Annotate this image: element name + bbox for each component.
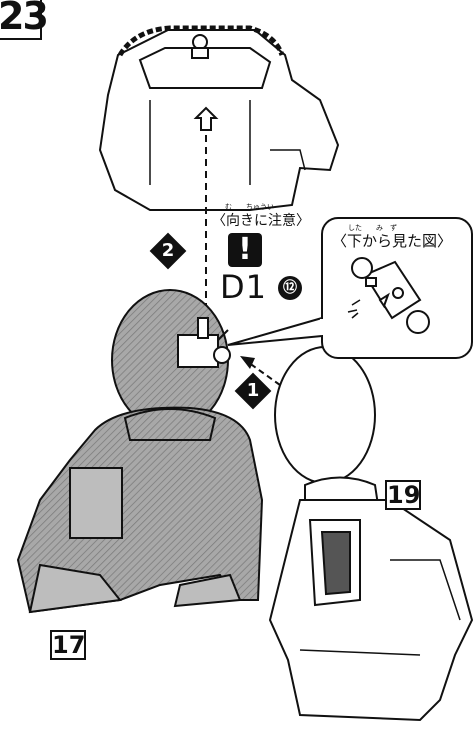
- arrow-step-1: [240, 356, 281, 386]
- step-1-label: 1: [246, 380, 260, 401]
- part-19-label: 19: [385, 480, 421, 510]
- body-17: [16, 289, 264, 614]
- step-2-label: 2: [161, 240, 175, 261]
- head-piece: [98, 25, 340, 211]
- step-number-box: 23: [0, 0, 49, 40]
- body-19: [268, 346, 474, 722]
- orientation-note: 〈向きに注意〉: [212, 213, 310, 229]
- part-17-label: 17: [50, 630, 86, 660]
- callout-ruby: した み ず: [348, 224, 397, 232]
- connector-d1: [177, 317, 231, 368]
- step-1-diamond: 1: [234, 372, 272, 410]
- orientation-ruby: む ちゅうい: [225, 203, 274, 211]
- exclamation-icon: !: [228, 233, 262, 267]
- callout-title: 〈下から見た図〉: [332, 232, 453, 250]
- callout-connector: [347, 257, 430, 334]
- part-code: D1: [220, 268, 267, 306]
- step-number: 23: [0, 0, 49, 38]
- part-index-badge: ⑫: [278, 276, 302, 300]
- part-index: ⑫: [283, 280, 297, 296]
- step-2-diamond: 2: [149, 232, 187, 270]
